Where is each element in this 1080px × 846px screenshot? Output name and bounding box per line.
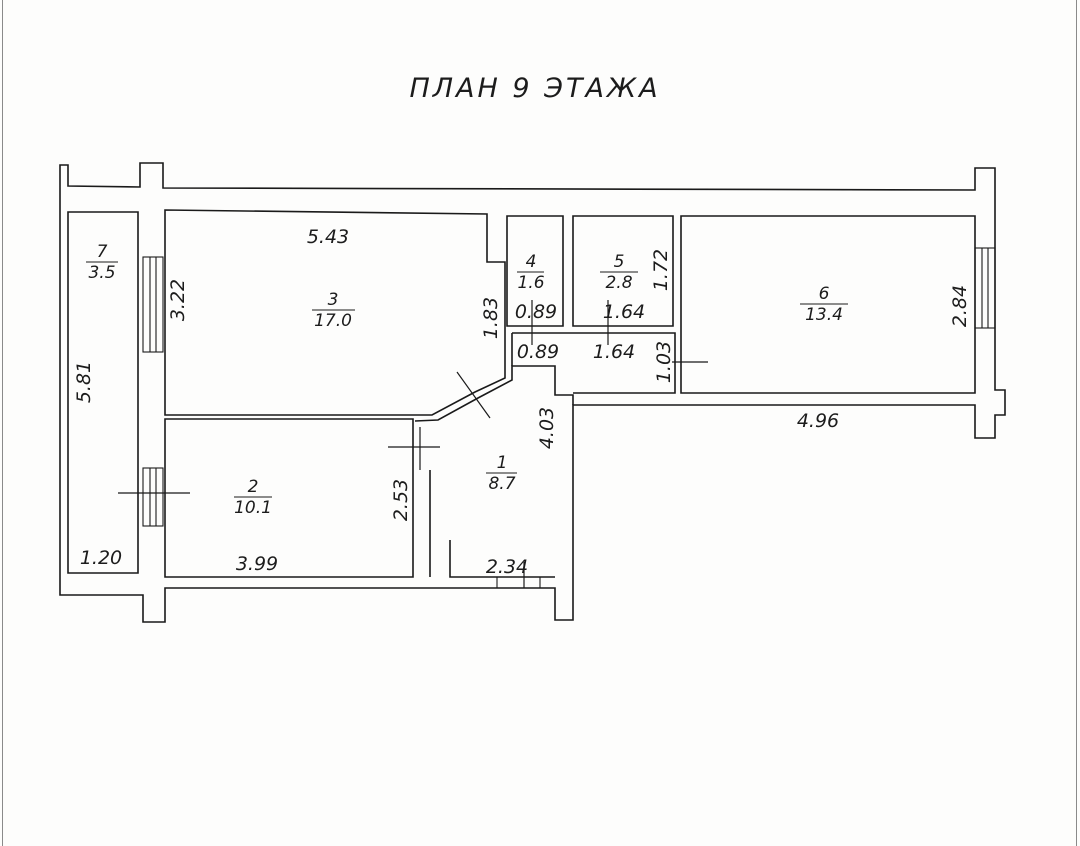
room-7-area: 3.5 bbox=[88, 263, 115, 283]
dim-room1-width: 2.34 bbox=[486, 556, 528, 578]
walls bbox=[59, 162, 1006, 623]
dim-room6-depth: 2.84 bbox=[949, 285, 971, 327]
room-5-number: 5 bbox=[614, 252, 625, 272]
room-7-number: 7 bbox=[97, 242, 108, 262]
dimension-labels: 5.43 3.22 1.83 5.81 1.20 3.99 2.53 4.03 … bbox=[73, 226, 971, 578]
dim-room5-depth: 1.72 bbox=[650, 249, 672, 291]
room-labels: 7 3.5 3 17.0 4 1.6 5 2.8 6 13.4 2 10.1 1… bbox=[88, 242, 842, 518]
sheet-left-border bbox=[2, 0, 3, 846]
dim-room4-width-top: 0.89 bbox=[515, 301, 557, 323]
plan-title: ПЛАН 9 ЭТАЖА bbox=[409, 73, 660, 104]
room-1-area: 8.7 bbox=[488, 474, 515, 494]
dim-room3-depth: 3.22 bbox=[167, 279, 189, 321]
sheet-right-border bbox=[1076, 0, 1077, 846]
dim-room1-depth: 4.03 bbox=[536, 407, 558, 449]
dim-room2-depth: 2.53 bbox=[390, 479, 412, 521]
room-5-area: 2.8 bbox=[605, 273, 632, 293]
dim-corridor-depth: 1.03 bbox=[653, 341, 675, 383]
dim-room7-width: 1.20 bbox=[80, 547, 122, 569]
room-2-area: 10.1 bbox=[234, 498, 272, 518]
dim-room4-width-bottom: 0.89 bbox=[517, 341, 559, 363]
dim-room7-length: 5.81 bbox=[73, 361, 95, 403]
dim-room6-width: 4.96 bbox=[797, 410, 839, 432]
dim-room3-width: 5.43 bbox=[307, 226, 349, 248]
room-3-number: 3 bbox=[328, 290, 339, 310]
dim-room2-width: 3.99 bbox=[236, 553, 278, 575]
room-2-number: 2 bbox=[248, 477, 259, 497]
room-6-area: 13.4 bbox=[805, 305, 843, 325]
room-6-number: 6 bbox=[819, 284, 830, 304]
room-4-area: 1.6 bbox=[517, 273, 544, 293]
dim-room5-width-top: 1.64 bbox=[603, 301, 645, 323]
dim-room3-notch: 1.83 bbox=[480, 297, 502, 339]
room-4-number: 4 bbox=[526, 252, 537, 272]
room-1-number: 1 bbox=[497, 453, 508, 473]
room-3-area: 17.0 bbox=[314, 311, 352, 331]
dim-room5-width-bottom: 1.64 bbox=[593, 341, 635, 363]
